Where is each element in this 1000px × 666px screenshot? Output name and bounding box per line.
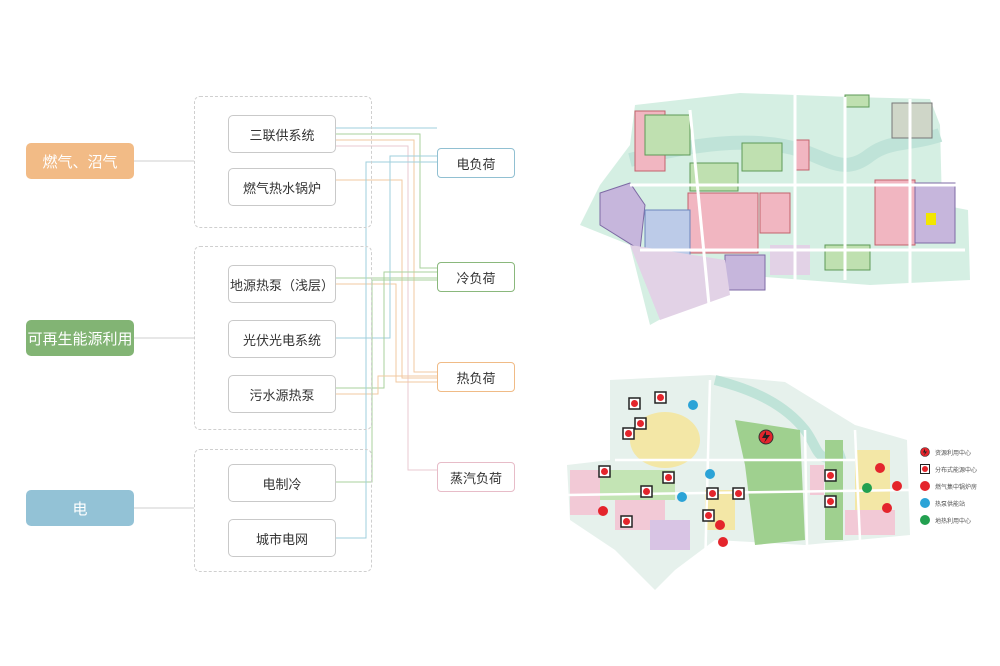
- gas-boiler-markers: [598, 463, 902, 547]
- distributed-energy-markers: [598, 391, 837, 528]
- energy-center-icon: [920, 447, 930, 457]
- source-electricity: 电: [26, 490, 134, 526]
- source-renewable: 可再生能源利用: [26, 320, 134, 356]
- group-renewable-technologies: [194, 246, 372, 430]
- green-dot-icon: [920, 515, 930, 525]
- tech-cchp-system: 三联供系统: [228, 115, 336, 153]
- legend-distributed-energy: 分布式能源中心: [920, 462, 977, 476]
- geothermal-markers: [862, 483, 872, 493]
- distributed-energy-icon: [920, 464, 930, 474]
- load-heating: 热负荷: [437, 362, 515, 392]
- load-cooling: 冷负荷: [437, 262, 515, 292]
- load-electric: 电负荷: [437, 148, 515, 178]
- legend-geothermal: 地热利用中心: [920, 513, 971, 527]
- blue-dot-icon: [920, 498, 930, 508]
- load-steam: 蒸汽负荷: [437, 462, 515, 492]
- flow-connectors: [134, 127, 437, 539]
- tech-sewage-heat-pump: 污水源热泵: [228, 375, 336, 413]
- legend-energy-center: 资源利用中心: [920, 445, 971, 459]
- tech-photovoltaic-system: 光伏光电系统: [228, 320, 336, 358]
- energy-center-marker: [758, 429, 774, 445]
- tech-electric-chiller: 电制冷: [228, 464, 336, 502]
- energy-facility-map: [566, 375, 911, 590]
- source-gas-biogas: 燃气、沼气: [26, 143, 134, 179]
- tech-city-grid: 城市电网: [228, 519, 336, 557]
- heat-pump-markers: [677, 400, 715, 502]
- legend-heat-pump: 热泵供能站: [920, 496, 965, 510]
- tech-gas-boiler: 燃气热水锅炉: [228, 168, 336, 206]
- group-gas-technologies: [194, 96, 372, 228]
- tech-ground-source-heat-pump: 地源热泵（浅层）: [228, 265, 336, 303]
- land-use-map: [580, 93, 970, 325]
- legend-gas-boiler: 燃气集中锅炉房: [920, 479, 977, 493]
- red-dot-icon: [920, 481, 930, 491]
- group-electric-technologies: [194, 449, 372, 572]
